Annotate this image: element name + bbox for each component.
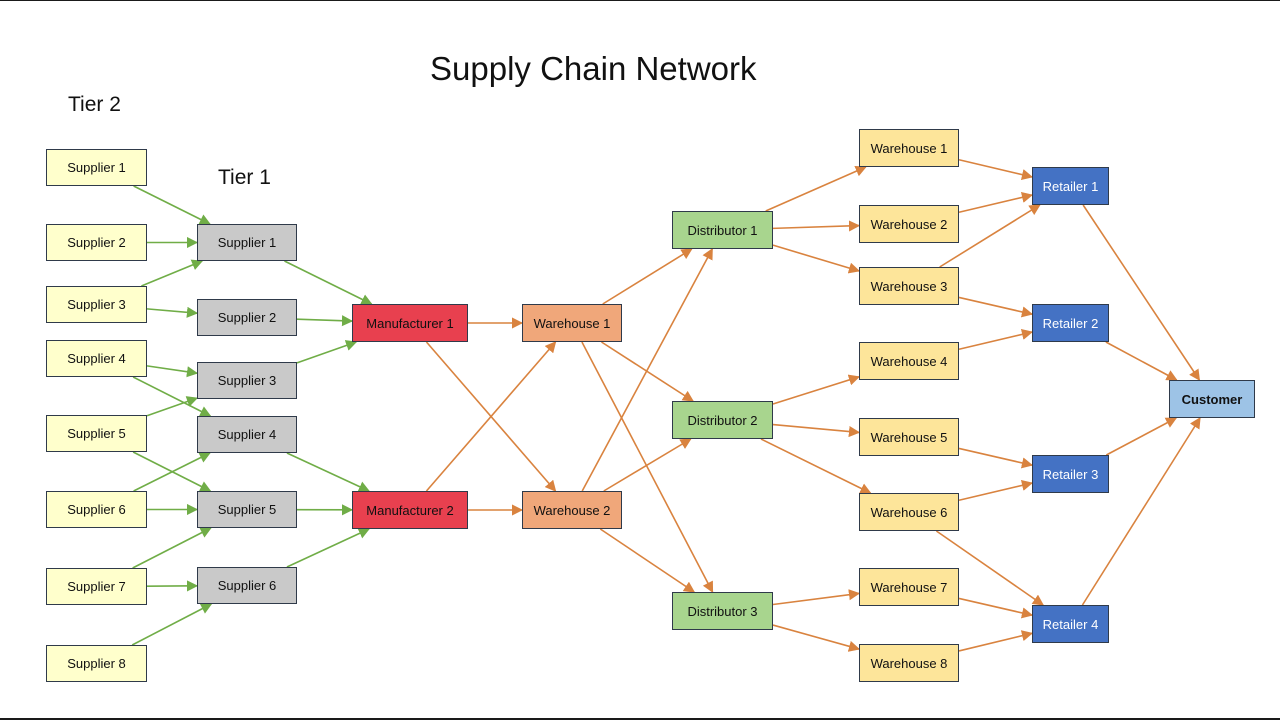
arrow-w2_6-to-r3 (958, 479, 1034, 502)
tier2-supplier-4: Supplier 4 (46, 340, 147, 377)
tier2-supplier-5: Supplier 5 (46, 415, 147, 452)
warehouse-stage2-7: Warehouse 7 (859, 568, 959, 606)
arrow-w2_1-to-r1 (958, 158, 1034, 181)
tier1-supplier-2: Supplier 2 (197, 299, 297, 336)
warehouse-stage2-3: Warehouse 3 (859, 267, 959, 305)
warehouse-stage1-2: Warehouse 2 (522, 491, 622, 529)
arrow-w2_8-to-r4 (958, 630, 1034, 652)
arrow-s1_3-to-m1 (296, 340, 358, 364)
customer: Customer (1169, 380, 1255, 418)
tier2-supplier-6: Supplier 6 (46, 491, 147, 528)
arrow-d2-to-w2_5 (772, 423, 861, 438)
tier2-supplier-1: Supplier 1 (46, 149, 147, 186)
tier-1-label: Tier 1 (218, 166, 271, 189)
warehouse-stage2-5: Warehouse 5 (859, 418, 959, 456)
arrow-r4-to-cust (1081, 417, 1201, 606)
tier1-supplier-3: Supplier 3 (197, 362, 297, 399)
warehouse-stage2-6: Warehouse 6 (859, 493, 959, 531)
bottom-border (0, 718, 1280, 720)
arrow-s1_6-to-m2 (286, 528, 370, 568)
arrow-r3-to-cust (1105, 417, 1178, 456)
tier2-supplier-2: Supplier 2 (46, 224, 147, 261)
distributor-3: Distributor 3 (672, 592, 773, 630)
arrow-d3-to-w2_7 (772, 589, 861, 606)
arrow-w2_7-to-r4 (958, 597, 1034, 619)
arrow-s1_1-to-m1 (284, 260, 373, 305)
arrow-s2_6-to-s1_4 (133, 452, 211, 492)
arrow-d1-to-w2_2 (772, 220, 861, 232)
tier1-supplier-1: Supplier 1 (197, 224, 297, 261)
arrow-s2_1-to-s1_1 (133, 185, 211, 225)
arrow-r1-to-cust (1082, 204, 1201, 381)
arrow-w2_2-to-r1 (958, 191, 1034, 214)
retailer-3: Retailer 3 (1032, 455, 1109, 493)
arrow-s1_2-to-m1 (296, 315, 354, 327)
arrow-w1_2-to-d1 (581, 248, 713, 492)
tier2-supplier-3: Supplier 3 (46, 286, 147, 323)
warehouse-stage2-4: Warehouse 4 (859, 342, 959, 380)
arrow-d3-to-w2_8 (772, 624, 861, 652)
arrow-w1_2-to-d2 (603, 438, 692, 492)
top-border (0, 0, 1280, 1)
arrow-d1-to-w2_1 (765, 165, 867, 212)
arrow-s2_8-to-s1_6 (131, 603, 213, 646)
tier2-supplier-8: Supplier 8 (46, 645, 147, 682)
arrow-d1-to-w2_3 (772, 244, 861, 274)
warehouse-stage2-8: Warehouse 8 (859, 644, 959, 682)
manufacturer-2: Manufacturer 2 (352, 491, 468, 529)
arrow-s2_7-to-s1_5 (132, 527, 212, 569)
warehouse-stage2-2: Warehouse 2 (859, 205, 959, 243)
tier1-supplier-4: Supplier 4 (197, 416, 297, 453)
arrow-s2_4-to-s1_3 (146, 365, 199, 378)
arrow-r2-to-cust (1105, 341, 1178, 381)
arrow-w1_2-to-d3 (599, 528, 696, 593)
retailer-1: Retailer 1 (1032, 167, 1109, 205)
arrow-s2_5-to-s1_3 (146, 396, 199, 417)
retailer-4: Retailer 4 (1032, 605, 1109, 643)
arrow-s2_3-to-s1_1 (141, 259, 204, 287)
arrow-w1_1-to-d1 (602, 248, 693, 305)
manufacturer-1: Manufacturer 1 (352, 304, 468, 342)
arrow-m2-to-w1_1 (425, 341, 557, 492)
arrow-s1_4-to-m2 (286, 452, 370, 492)
arrow-s2_3-to-s1_2 (146, 306, 199, 318)
arrow-w2_6-to-r4 (935, 530, 1045, 606)
arrow-w1_1-to-d3 (581, 341, 714, 593)
arrow-w2_5-to-r3 (958, 447, 1034, 469)
arrow-d2-to-w2_4 (772, 374, 861, 405)
tier1-supplier-5: Supplier 5 (197, 491, 297, 528)
distributor-2: Distributor 2 (672, 401, 773, 439)
arrow-d2-to-w2_6 (760, 438, 872, 494)
arrow-w2_4-to-r2 (958, 328, 1034, 351)
tier-2-label: Tier 2 (68, 93, 121, 116)
warehouse-stage2-1: Warehouse 1 (859, 129, 959, 167)
distributor-1: Distributor 1 (672, 211, 773, 249)
warehouse-stage1-1: Warehouse 1 (522, 304, 622, 342)
tier1-supplier-6: Supplier 6 (197, 567, 297, 604)
arrow-w2_3-to-r1 (939, 204, 1041, 268)
retailer-2: Retailer 2 (1032, 304, 1109, 342)
diagram-title: Supply Chain Network (430, 50, 757, 87)
arrow-w2_3-to-r2 (958, 296, 1034, 318)
arrow-s2_4-to-s1_4 (132, 376, 212, 417)
tier2-supplier-7: Supplier 7 (46, 568, 147, 605)
